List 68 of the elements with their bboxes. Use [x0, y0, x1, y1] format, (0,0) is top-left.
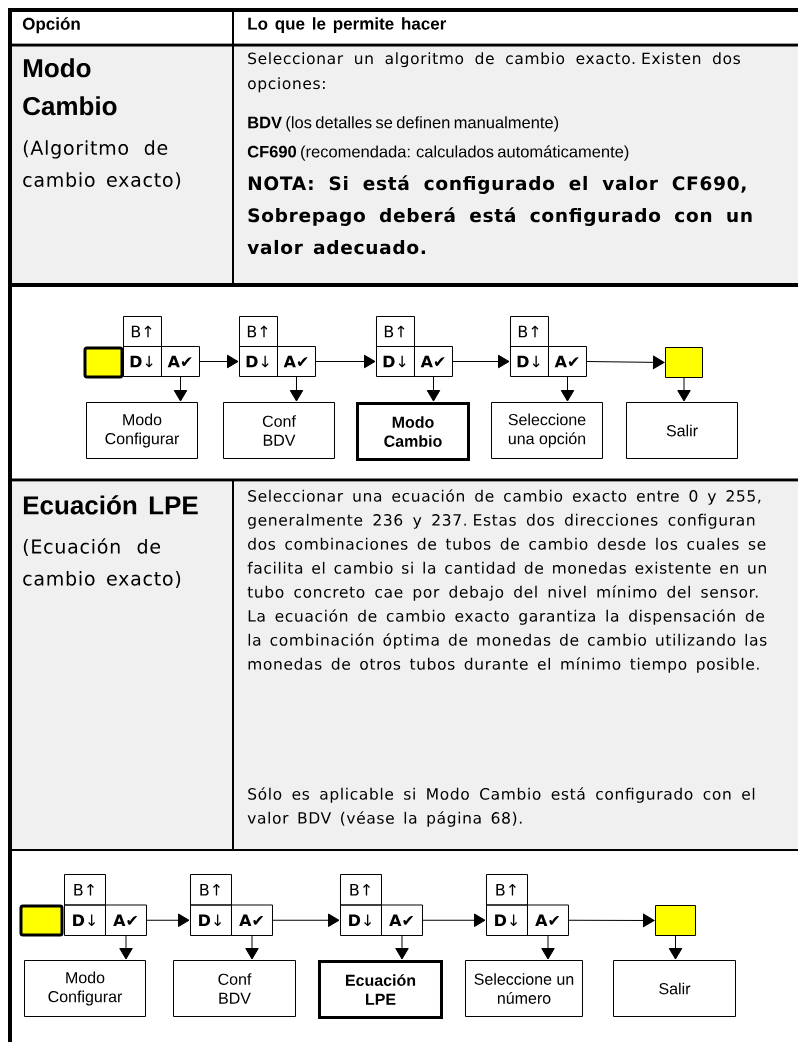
header-text: Opción: [22, 17, 80, 34]
key-button: D↓: [239, 346, 278, 377]
menu-box: Modo Cambio: [356, 402, 470, 461]
option-subtitle: (Algoritmo de cambio exacto): [23, 140, 181, 190]
display-square: [655, 905, 696, 936]
key-button: B↑: [239, 316, 278, 347]
description-text: Seleccionar una ecuación de cambio exacto entre 0 y 255, generalmente 236 y 237. Estas dos direcciones configuran dos combinaciones de tubos de cambio desde los cuales se facilita el cambio si la cantidad de monedas existente en un tubo concreto cae por debajo del nivel mínimo del sensor. La ecuación de cambio exacto garantiza la dispensación de la combinación óptima de monedas de cambio utilizando las monedas de otros tubos durante el mínimo tiempo posible.: [247, 489, 767, 673]
key-button: D↓: [340, 904, 382, 936]
menu-box: Conf BDV: [223, 402, 335, 459]
option-name: Modo Cambio: [23, 58, 117, 116]
arrow: [289, 376, 304, 402]
menu-box: Conf BDV: [173, 960, 296, 1017]
arrow: [173, 376, 188, 402]
display-square: [19, 904, 64, 937]
arrow: [568, 913, 655, 928]
key-button: D↓: [376, 346, 415, 377]
menu-box: Modo Configurar: [86, 402, 198, 459]
key-button: A✔: [548, 346, 587, 377]
key-button: D↓: [190, 904, 232, 936]
arrow: [586, 355, 665, 370]
arrow: [541, 935, 555, 960]
key-button: B↑: [510, 316, 549, 347]
menu-box: Modo Configurar: [24, 960, 146, 1017]
menu-box: Seleccione una opción: [491, 402, 603, 459]
arrow: [426, 376, 441, 402]
arrow: [395, 935, 409, 960]
key-button: A✔: [161, 346, 200, 377]
display-square: [665, 347, 703, 378]
menu-box: Salir: [626, 402, 738, 459]
menu-box: Salir: [613, 960, 736, 1017]
key-button: B↑: [376, 316, 415, 347]
arrow: [677, 377, 691, 402]
option-subtitle: (Ecuación de cambio exacto): [23, 538, 181, 588]
option-text: BDV (los detalles se definen manualmente): [248, 116, 559, 132]
key-button: A✔: [527, 904, 569, 936]
key-button: A✔: [231, 904, 273, 936]
arrow: [245, 935, 259, 960]
key-button: A✔: [277, 346, 316, 377]
key-button: D↓: [510, 346, 549, 377]
display-square: [83, 346, 124, 379]
key-button: A✔: [381, 904, 423, 936]
description-text: Sólo es aplicable si Modo Cambio está configurado con el valor BDV (véase la página 68).: [247, 787, 755, 827]
option-text: CF690 (recomendada: calculados automáticamente): [247, 145, 629, 161]
key-button: D↓: [123, 346, 162, 377]
description-text: Seleccionar un algoritmo de cambio exacto. Existen dos opciones:: [248, 52, 740, 93]
arrow: [668, 935, 683, 960]
key-button: B↑: [123, 316, 162, 347]
key-button: D↓: [486, 904, 528, 936]
key-button: B↑: [64, 874, 106, 906]
arrow: [119, 935, 133, 960]
key-button: A✔: [105, 904, 147, 936]
arrow: [146, 913, 190, 927]
arrow: [272, 913, 340, 927]
option-name: Ecuación LPE: [23, 495, 198, 515]
key-button: B↑: [340, 874, 382, 906]
key-button: D↓: [64, 904, 106, 936]
arrow: [560, 376, 575, 402]
key-button: A✔: [414, 346, 453, 377]
menu-box: Ecuación LPE: [318, 960, 443, 1019]
arrow: [199, 354, 239, 369]
arrow: [452, 354, 510, 369]
key-button: B↑: [190, 874, 232, 906]
menu-box: Seleccione un número: [465, 960, 583, 1017]
header-text: Lo que le permite hacer: [248, 17, 447, 34]
arrow: [422, 913, 486, 927]
key-button: B↑: [486, 874, 528, 906]
arrow: [315, 354, 376, 369]
note-text: NOTA: Si está configurado el valor CF690, Sobrepago deberá está configurado con un valor adecuado.: [247, 175, 752, 255]
